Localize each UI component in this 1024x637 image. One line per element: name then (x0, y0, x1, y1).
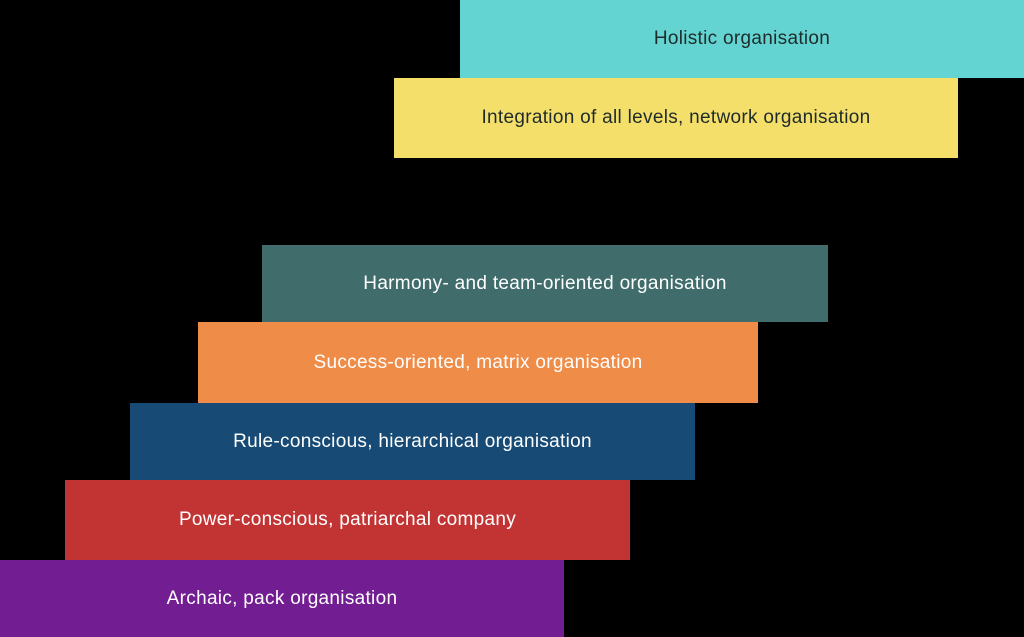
level-bar-harmony: Harmony- and team-oriented organisation (262, 245, 828, 322)
level-bar-archaic: Archaic, pack organisation (0, 560, 564, 637)
level-label: Archaic, pack organisation (166, 587, 398, 609)
level-label: Harmony- and team-oriented organisation (363, 272, 727, 294)
level-bar-holistic: Holistic organisation (460, 0, 1024, 78)
level-bar-success: Success-oriented, matrix organisation (198, 322, 758, 403)
level-bar-power: Power-conscious, patriarchal company (65, 480, 630, 560)
level-bar-rule: Rule-conscious, hierarchical organisatio… (130, 403, 695, 480)
level-label: Integration of all levels, network organ… (481, 107, 871, 128)
level-label: Holistic organisation (653, 28, 831, 49)
level-bar-integration: Integration of all levels, network organ… (394, 78, 958, 158)
level-label: Rule-conscious, hierarchical organisatio… (233, 430, 592, 452)
level-label: Success-oriented, matrix organisation (313, 351, 643, 373)
level-label: Power-conscious, patriarchal company (178, 509, 517, 530)
